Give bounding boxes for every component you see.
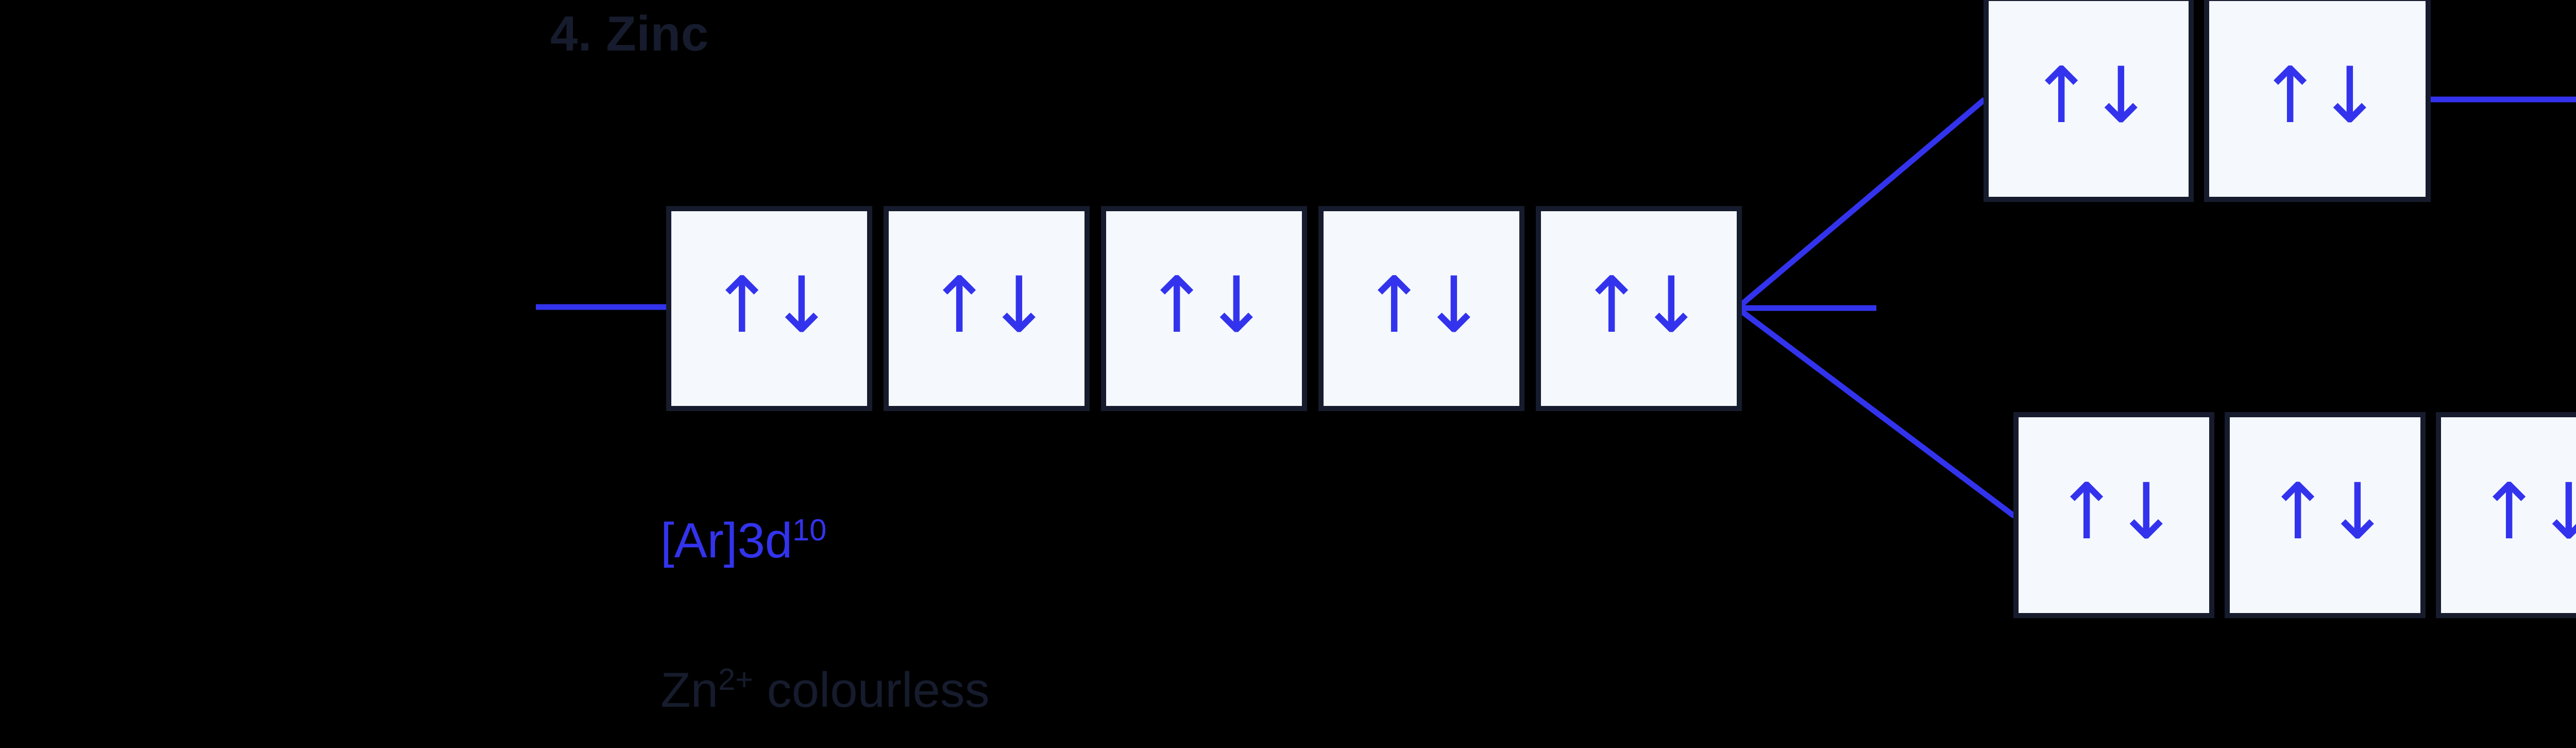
orbital-box-3d-2[interactable]: ↑↓ (884, 206, 1090, 411)
spin-pair-arrows: ↑↓ (2054, 467, 2178, 557)
spin-pair-arrows: ↑↓ (2029, 51, 2153, 141)
spin-pair-arrows: ↑↓ (1362, 261, 1486, 350)
electron-configuration-label: [Ar]3d10 (660, 513, 827, 568)
orbital-box-t2g-2[interactable]: ↑↓ (2225, 412, 2426, 618)
ion-property: colourless (753, 662, 990, 718)
page-title: 4. Zinc (550, 6, 709, 61)
ion-colour-label: Zn2+ colourless (660, 664, 990, 715)
spin-pair-arrows: ↑↓ (1579, 261, 1703, 350)
orbital-box-3d-4[interactable]: ↑↓ (1318, 206, 1524, 411)
orbital-box-3d-1[interactable]: ↑↓ (666, 206, 872, 411)
orbital-box-3d-3[interactable]: ↑↓ (1101, 206, 1307, 411)
ion-charge: 2+ (718, 662, 753, 696)
ion-species: Zn (660, 662, 719, 718)
configuration-base: [Ar]3d (660, 513, 793, 568)
spin-pair-arrows: ↑↓ (2265, 467, 2389, 557)
configuration-superscript: 10 (792, 513, 827, 547)
orbital-box-t2g-3[interactable]: ↑↓ (2436, 412, 2576, 618)
orbital-box-eg-1[interactable]: ↑↓ (1984, 0, 2194, 202)
connector-split-up (1735, 97, 1987, 311)
spin-pair-arrows: ↑↓ (1144, 261, 1268, 350)
spin-pair-arrows: ↑↓ (2258, 51, 2382, 141)
orbital-box-3d-5[interactable]: ↑↓ (1536, 206, 1742, 411)
orbital-box-eg-2[interactable]: ↑↓ (2204, 0, 2431, 202)
spin-pair-arrows: ↑↓ (927, 261, 1051, 350)
connector-split-down (1735, 305, 2016, 519)
spin-pair-arrows: ↑↓ (709, 261, 834, 350)
orbital-box-t2g-1[interactable]: ↑↓ (2013, 412, 2214, 618)
spin-pair-arrows: ↑↓ (2477, 467, 2576, 557)
